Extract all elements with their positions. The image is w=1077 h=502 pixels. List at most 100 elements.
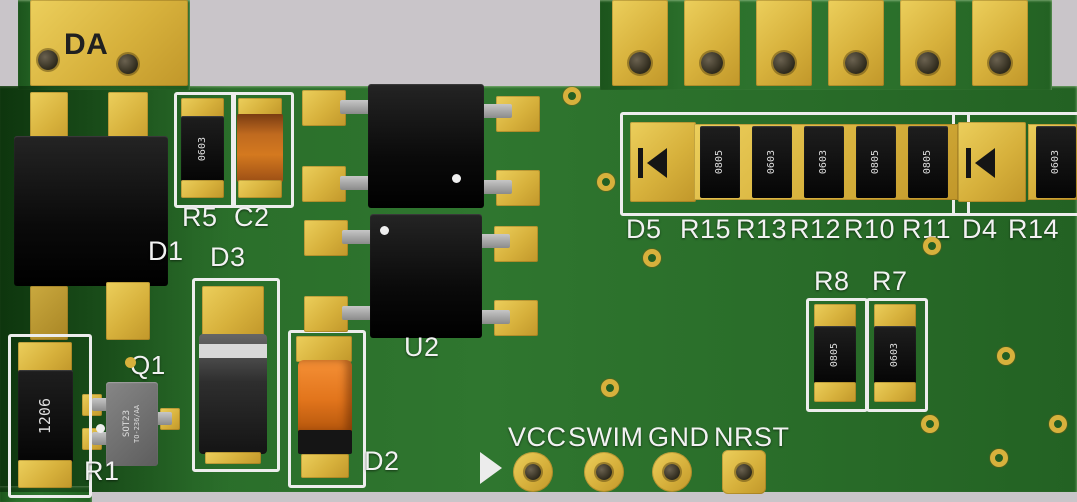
pad-d3-bottom [205,452,261,464]
u2-pin [340,100,370,114]
label-r13: R13 [736,214,788,244]
pin1-dot-icon [380,226,389,235]
component-r15: 0805 [700,126,740,198]
pin1-arrow-icon [480,452,502,484]
pad-hole [989,52,1011,74]
u2-pin [342,230,372,244]
component-r7: 0603 [874,326,916,384]
via [643,249,661,267]
via [601,379,619,397]
marking-r10: 0805 [870,149,881,175]
diode-polarity-icon [966,148,971,178]
diode-band-icon [298,430,352,454]
diode-cathode-stripe-icon [199,344,267,358]
pad-r1-top [18,342,72,372]
silkscreen-outline-d3 [192,278,280,472]
label-r5: R5 [182,202,218,232]
pad-c2-top [238,98,282,116]
mount-hole [38,50,58,70]
pad-d2-bottom [301,454,349,478]
pad-hole [629,52,651,74]
pad-d1-bottom-left [30,286,68,340]
pad-hole [525,464,541,480]
pad-r8-bottom [814,382,856,402]
component-r12: 0603 [804,126,844,198]
via [921,415,939,433]
component-u2-top-body [368,84,484,208]
label-q1: Q1 [130,350,166,380]
component-c2 [237,114,283,182]
marking-r1: 1206 [36,397,54,435]
component-r14: 0603 [1036,126,1076,198]
via [923,237,941,255]
component-r8: 0805 [814,326,856,384]
u2-pin [342,306,372,320]
pad-hole [917,52,939,74]
u2-pin [340,176,370,190]
mount-hole [118,54,138,74]
component-d1-body [14,136,168,286]
silkscreen-outline-r1 [8,334,92,498]
pad-hole [773,52,795,74]
label-d2: D2 [364,446,400,476]
diode-polarity-icon [975,148,995,178]
pad-r5-bottom [181,180,224,198]
via [997,347,1015,365]
component-r1: 1206 [18,370,73,462]
label-r8: R8 [814,266,850,296]
marking-q1-type: TO-236/AA [133,405,141,443]
label-gnd: GND [648,422,710,452]
label-c2: C2 [234,202,270,232]
pad-u2 [302,166,346,202]
label-r7: R7 [872,266,908,296]
pad-hole [596,464,612,480]
label-r1: R1 [84,456,120,486]
pad-d3-top [202,286,264,336]
marking-r7: 0603 [889,342,900,368]
via [125,357,136,368]
marking-r12: 0603 [818,149,829,175]
via [990,449,1008,467]
diode-polarity-icon [647,148,667,178]
diode-polarity-icon [638,148,643,178]
pad-da [30,0,188,86]
q1-lead [92,432,110,445]
label-nrst: NRST [714,422,790,452]
pad-r7-bottom [874,382,916,402]
component-u2-bottom-body [370,214,482,338]
label-r10: R10 [844,214,896,244]
pad-u2 [302,90,346,126]
marking-r15: 0805 [714,149,725,175]
marking-r13: 0603 [766,149,777,175]
q1-lead [92,398,110,411]
pad-hole [701,52,723,74]
pad-d1-bottom-right [106,282,150,340]
component-r13: 0603 [752,126,792,198]
u2-pin [482,180,512,194]
silkscreen-outline-r5 [174,92,236,208]
marking-r5: 0603 [196,136,208,162]
component-r5: 0603 [181,116,224,182]
label-swim: SWIM [568,422,644,452]
marking-q1-package: SOT23 [122,410,132,438]
pin1-dot-icon [96,424,105,433]
component-q1-body: SOT23 TO-236/AA [106,382,158,466]
marking-r11: 0805 [922,149,933,175]
pad-r8-top [814,304,856,328]
pad-hole [736,464,752,480]
component-r10: 0805 [856,126,896,198]
silkscreen-outline-c2 [231,92,294,208]
label-r12: R12 [790,214,842,244]
via [597,173,615,191]
q1-lead [156,412,172,425]
component-d2-body [298,360,352,432]
pad-d2-top [296,336,352,362]
label-d3: D3 [210,242,246,272]
label-vcc: VCC [508,422,567,452]
via [1049,415,1067,433]
u2-pin [480,234,510,248]
via [563,87,581,105]
label-d5: D5 [626,214,662,244]
label-r14: R14 [1008,214,1060,244]
